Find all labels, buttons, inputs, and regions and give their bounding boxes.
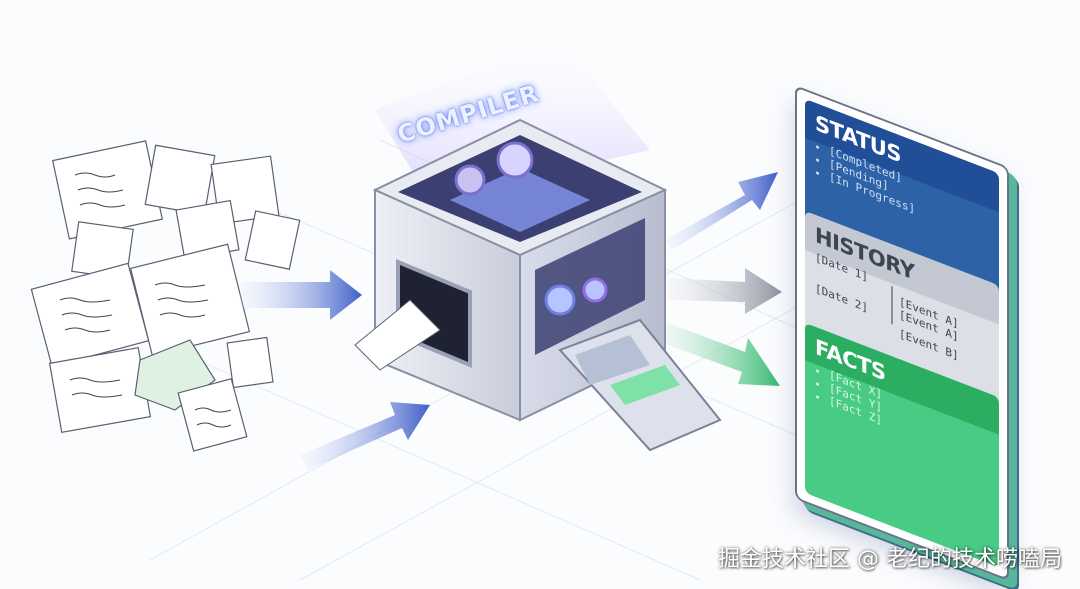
gear-icon — [544, 284, 576, 316]
messy-notes-pile — [30, 140, 301, 452]
compiler-cube — [354, 118, 722, 452]
arrow-output-status — [665, 172, 778, 250]
arrow-output-facts — [655, 320, 780, 386]
arrow-input-top — [240, 270, 362, 320]
gear-icon — [454, 164, 486, 196]
arrow-input-bottom — [300, 402, 430, 470]
gear-icon — [582, 277, 608, 303]
arrow-output-history — [668, 268, 782, 314]
watermark: 掘金技术社区 @ 老纪的技术唠嗑局 — [718, 547, 1062, 572]
gear-icon — [496, 141, 534, 179]
structured-document: STATUS [Completed] [Pending] [In Progres… — [795, 85, 1009, 582]
timeline-line — [891, 285, 899, 327]
history-date: [Date 2] — [815, 281, 868, 316]
